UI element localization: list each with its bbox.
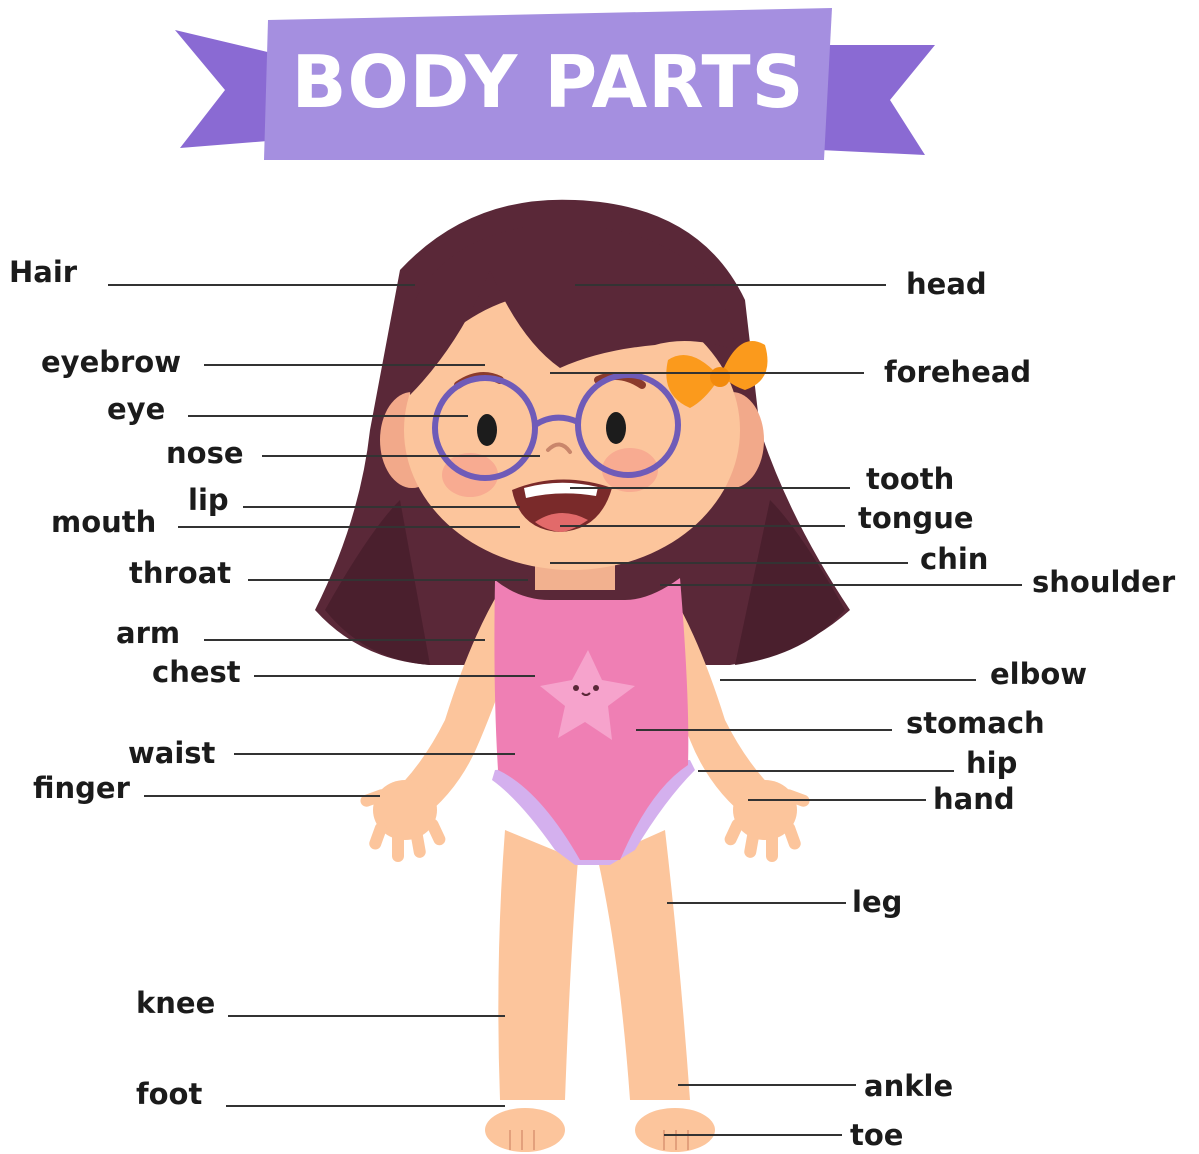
label-lip: lip xyxy=(188,484,229,516)
foot-left xyxy=(485,1108,565,1152)
label-elbow: elbow xyxy=(990,658,1087,690)
label-stomach: stomach xyxy=(906,707,1045,739)
label-head: head xyxy=(906,268,987,300)
label-leg: leg xyxy=(852,886,902,918)
label-chest: chest xyxy=(152,656,241,688)
label-ankle: ankle xyxy=(864,1070,953,1102)
page-title: BODY PARTS xyxy=(268,22,828,142)
label-mouth: mouth xyxy=(51,506,156,538)
label-eye: eye xyxy=(107,393,165,425)
label-hair: Hair xyxy=(9,256,77,288)
leg-left xyxy=(498,830,578,1100)
label-nose: nose xyxy=(166,437,244,469)
label-tooth: tooth xyxy=(866,463,954,495)
label-hip: hip xyxy=(966,747,1017,779)
ribbon-right-tail xyxy=(820,45,935,155)
leg-right xyxy=(598,830,690,1100)
label-finger: finger xyxy=(33,772,130,804)
ribbon-left-tail xyxy=(175,30,280,148)
label-eyebrow: eyebrow xyxy=(41,346,181,378)
label-waist: waist xyxy=(128,737,215,769)
label-shoulder: shoulder xyxy=(1032,566,1175,598)
label-foot: foot xyxy=(136,1078,202,1110)
label-throat: throat xyxy=(129,557,231,589)
label-toe: toe xyxy=(850,1119,903,1151)
eye-left xyxy=(477,414,497,446)
label-knee: knee xyxy=(136,987,215,1019)
eye-right xyxy=(606,412,626,444)
label-tongue: tongue xyxy=(858,502,974,534)
label-forehead: forehead xyxy=(884,356,1031,388)
label-hand: hand xyxy=(933,783,1015,815)
label-arm: arm xyxy=(116,617,180,649)
label-chin: chin xyxy=(920,543,988,575)
